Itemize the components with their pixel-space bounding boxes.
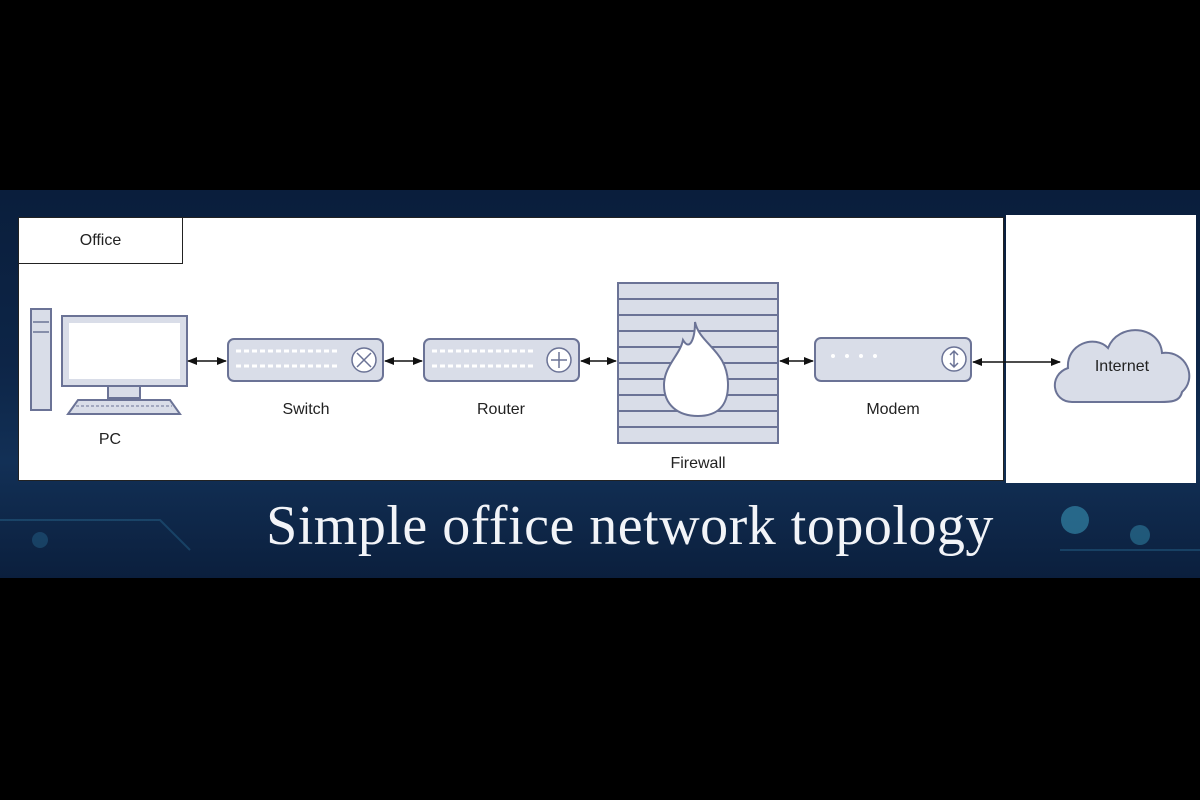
office-label: Office xyxy=(79,231,122,249)
router-icon xyxy=(423,338,580,382)
modem-icon xyxy=(814,337,972,382)
internet-label: Internet xyxy=(1095,358,1150,375)
page-title: Simple office network topology xyxy=(266,495,994,557)
firewall-icon xyxy=(617,282,779,444)
switch-icon xyxy=(227,338,384,382)
firewall-label: Firewall xyxy=(670,455,725,472)
pc-icon xyxy=(30,308,188,415)
modem-label: Modem xyxy=(866,401,919,418)
cloud-icon xyxy=(1053,329,1191,403)
pc-label: PC xyxy=(99,431,121,448)
office-label-box: Office xyxy=(18,217,183,264)
switch-label: Switch xyxy=(282,401,329,418)
connection-links xyxy=(187,357,1061,366)
router-label: Router xyxy=(477,401,526,418)
